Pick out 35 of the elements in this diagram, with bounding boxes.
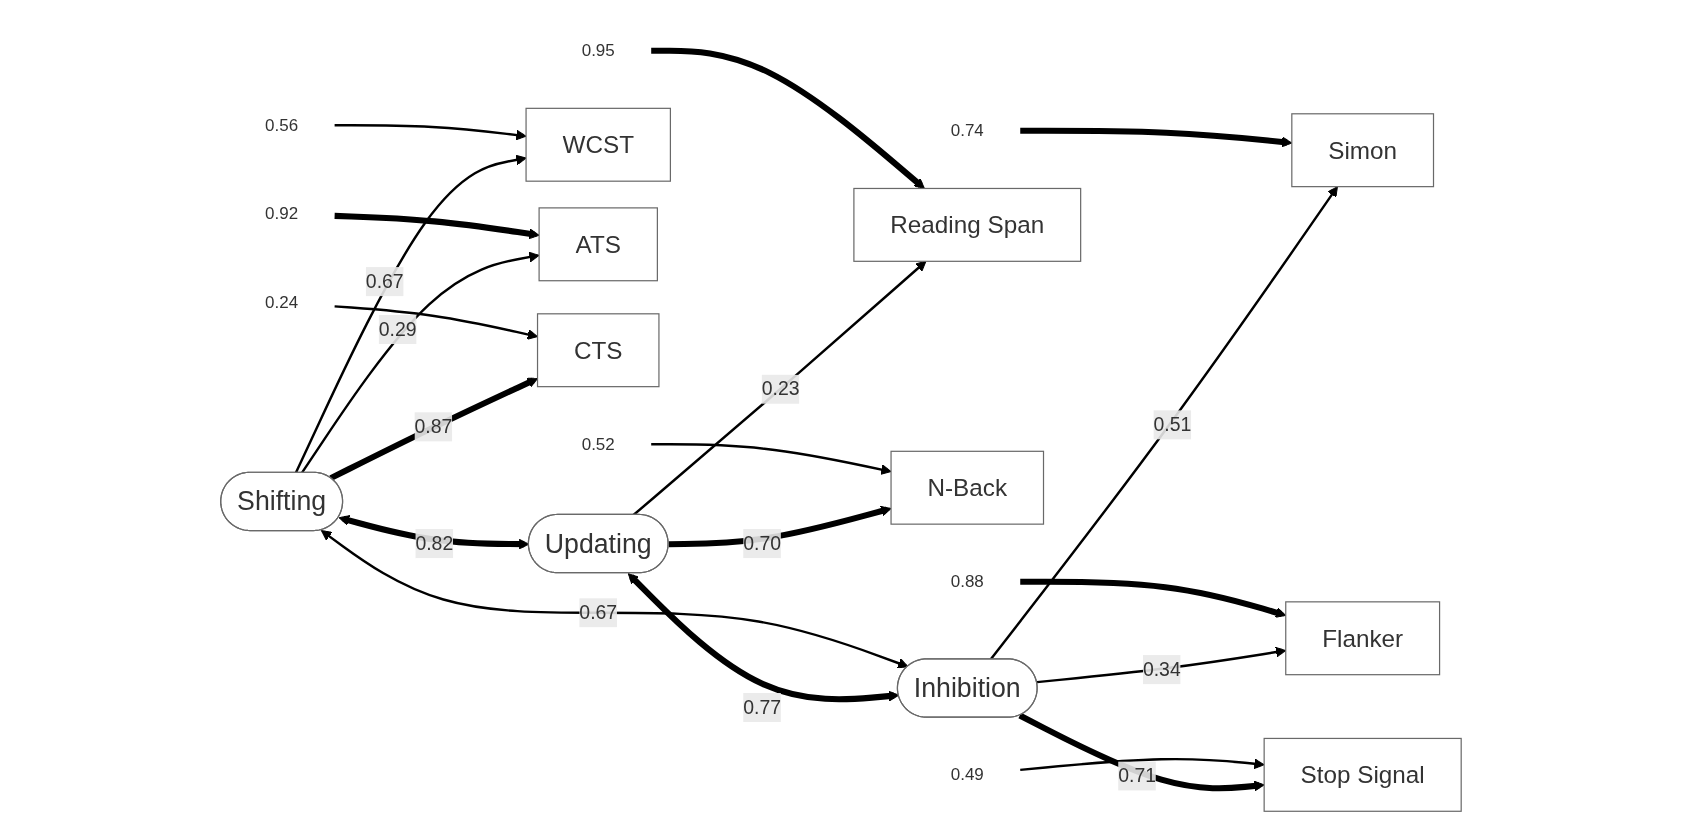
edge-label: 0.67	[578, 601, 617, 623]
edge-label: 0.51	[1153, 413, 1191, 435]
arrow	[1019, 578, 1286, 618]
node-box: N-Back	[890, 450, 1044, 525]
edge-label: 0.71	[1117, 765, 1156, 786]
edge-label: 0.87	[414, 415, 452, 437]
node-box: ATS	[538, 207, 658, 282]
edge-label: 0.29	[378, 318, 417, 340]
node-box: Flanker	[1284, 601, 1440, 676]
arrow	[650, 47, 925, 189]
node-text: 0.92	[264, 203, 298, 224]
arrow	[627, 573, 899, 703]
arrow	[334, 305, 538, 340]
node-text: 0.95	[581, 40, 615, 60]
arrow	[1019, 127, 1292, 148]
node-text: 0.88	[950, 571, 984, 591]
node-box: Simon	[1290, 113, 1434, 188]
node-text: 0.74	[950, 120, 984, 140]
node-text: 0.56	[264, 115, 298, 135]
edge-label: 0.34	[1142, 658, 1181, 680]
edge-label: 0.70	[742, 532, 781, 554]
node-box: CTS	[536, 313, 660, 388]
node-box: Reading Span	[852, 187, 1081, 262]
node-text: 0.24	[264, 292, 298, 312]
arrow	[329, 377, 538, 481]
node-box: WCST	[525, 107, 671, 182]
edge-label: 0.67	[365, 270, 404, 292]
node-box: Stop Signal	[1263, 737, 1462, 812]
node-text: 0.49	[950, 764, 984, 784]
edge-label: 0.77	[742, 696, 781, 718]
node-text: 0.52	[581, 434, 615, 454]
arrow	[320, 530, 909, 669]
edge-label: 0.82	[414, 532, 453, 554]
edge-label: 0.23	[761, 378, 800, 399]
arrow	[632, 260, 926, 516]
